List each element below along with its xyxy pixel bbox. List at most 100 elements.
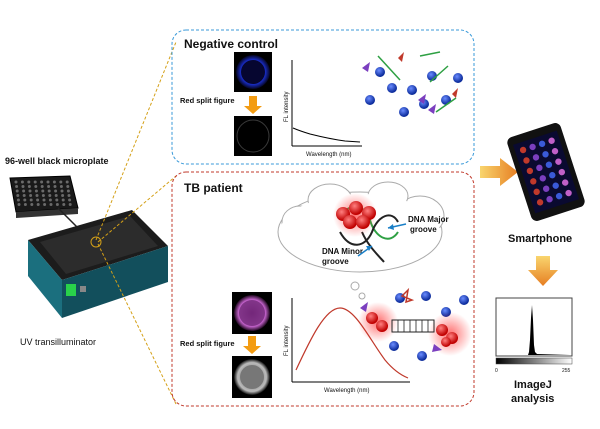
microplate-well — [61, 198, 65, 202]
negative-ion-scene — [362, 51, 463, 117]
tb-x-axis-label: Wavelength (nm) — [324, 388, 369, 394]
phone-to-imagej-arrow — [528, 256, 558, 286]
microplate-well — [43, 203, 47, 206]
purple-dye — [428, 104, 436, 114]
microplate-well — [21, 185, 25, 188]
microplate-well — [49, 203, 53, 206]
smartphone — [507, 123, 585, 221]
microplate-well — [47, 185, 51, 188]
phone-well — [542, 151, 549, 158]
microplate-well — [52, 180, 56, 184]
microplate-well — [22, 194, 26, 197]
imagej-label-2: analysis — [511, 393, 554, 405]
phone-well — [562, 179, 569, 186]
probe-strand — [419, 51, 441, 57]
metal-ion — [387, 83, 397, 93]
microplate-well — [27, 185, 31, 188]
histogram-curve — [498, 305, 570, 355]
metal-ion — [399, 107, 409, 117]
microplate-well — [55, 198, 59, 202]
phone-well — [532, 154, 540, 161]
uv-transilluminator — [28, 210, 168, 318]
microplate-well — [27, 180, 31, 184]
microplate-well — [41, 194, 45, 197]
microplate-well — [28, 189, 32, 193]
phone-well — [519, 146, 527, 154]
phone-well — [526, 167, 534, 175]
tb-patient-title: TB patient — [184, 181, 243, 195]
probe-strand — [429, 65, 449, 83]
metal-ion — [365, 95, 375, 105]
minor-groove-label: DNA Minor — [322, 247, 363, 256]
negative-split-label: Red split figure — [180, 96, 235, 105]
negative-spectrum-plot: FL intensity Wavelength (nm) — [284, 60, 362, 158]
phone-well — [538, 140, 546, 148]
tb-y-axis-label: FL intensity — [284, 326, 290, 356]
microplate — [9, 175, 79, 218]
microplate-well — [16, 198, 20, 202]
microplate-well — [59, 185, 63, 188]
phone-well — [523, 157, 530, 164]
microplate-well — [40, 185, 44, 188]
microplate-well — [23, 203, 27, 206]
microplate-well — [55, 203, 59, 206]
metal-ion — [375, 67, 385, 77]
purple-dye — [362, 62, 370, 72]
tb-split-arrow — [243, 336, 261, 354]
microplate-label: 96-well black microplate — [5, 156, 109, 166]
svg-text:96-well black microplate: 96-well black microplate — [5, 156, 109, 166]
phone-well — [552, 182, 559, 189]
panel-to-phone-arrow — [480, 158, 518, 186]
histogram-gradient-bar — [495, 357, 573, 365]
negative-x-axis-label: Wavelength (nm) — [306, 152, 351, 158]
microplate-well — [47, 189, 51, 193]
phone-well — [551, 147, 559, 155]
microplate-well — [46, 180, 50, 184]
phone-well — [545, 161, 553, 168]
microplate-well — [48, 198, 52, 202]
metal-ion — [417, 351, 427, 361]
imagej-histogram: 0 255 — [495, 297, 573, 374]
major-groove-label: DNA Major — [408, 215, 449, 224]
tb-dna-complex — [358, 287, 472, 356]
negative-y-axis-label: FL intensity — [284, 92, 290, 122]
tb-spectrum-curve — [295, 307, 409, 379]
microplate-well — [61, 194, 65, 197]
microplate-well — [15, 189, 19, 193]
microplate-well — [29, 194, 33, 197]
tb-patient-panel — [171, 171, 475, 407]
microplate-well — [22, 189, 26, 193]
metal-ion — [453, 73, 463, 83]
microplate-well — [40, 180, 44, 184]
red-cluster-dna — [333, 193, 377, 237]
smartphone-label: Smartphone — [508, 233, 572, 245]
probe-strand — [435, 97, 457, 113]
purple-dye — [418, 94, 426, 104]
microplate-well — [14, 180, 18, 184]
microplate-well — [17, 203, 21, 206]
microplate-well — [33, 180, 37, 184]
red-dye — [452, 88, 458, 98]
microplate-well — [54, 194, 58, 197]
metal-ion — [407, 85, 417, 95]
microplate-well — [65, 180, 69, 184]
phone-well — [565, 189, 572, 197]
negative-control-panel — [171, 29, 475, 165]
microplate-well — [67, 194, 71, 197]
microplate-well — [66, 185, 70, 188]
zoom-line-mid — [97, 175, 177, 243]
microplate-well — [42, 198, 46, 202]
probe-strand — [377, 55, 401, 81]
microplate-well — [68, 203, 72, 206]
microplate-well — [41, 189, 45, 193]
microplate-well — [68, 198, 72, 202]
microplate-well — [60, 189, 64, 193]
transilluminator-label: UV transilluminator — [20, 337, 96, 347]
well-zoom-circle — [90, 236, 102, 248]
tb-ion-scene — [389, 291, 469, 361]
phone-well — [530, 178, 537, 185]
microplate-well — [36, 198, 40, 202]
phone-well — [555, 192, 563, 200]
histogram-min-tick: 0 — [495, 368, 498, 374]
